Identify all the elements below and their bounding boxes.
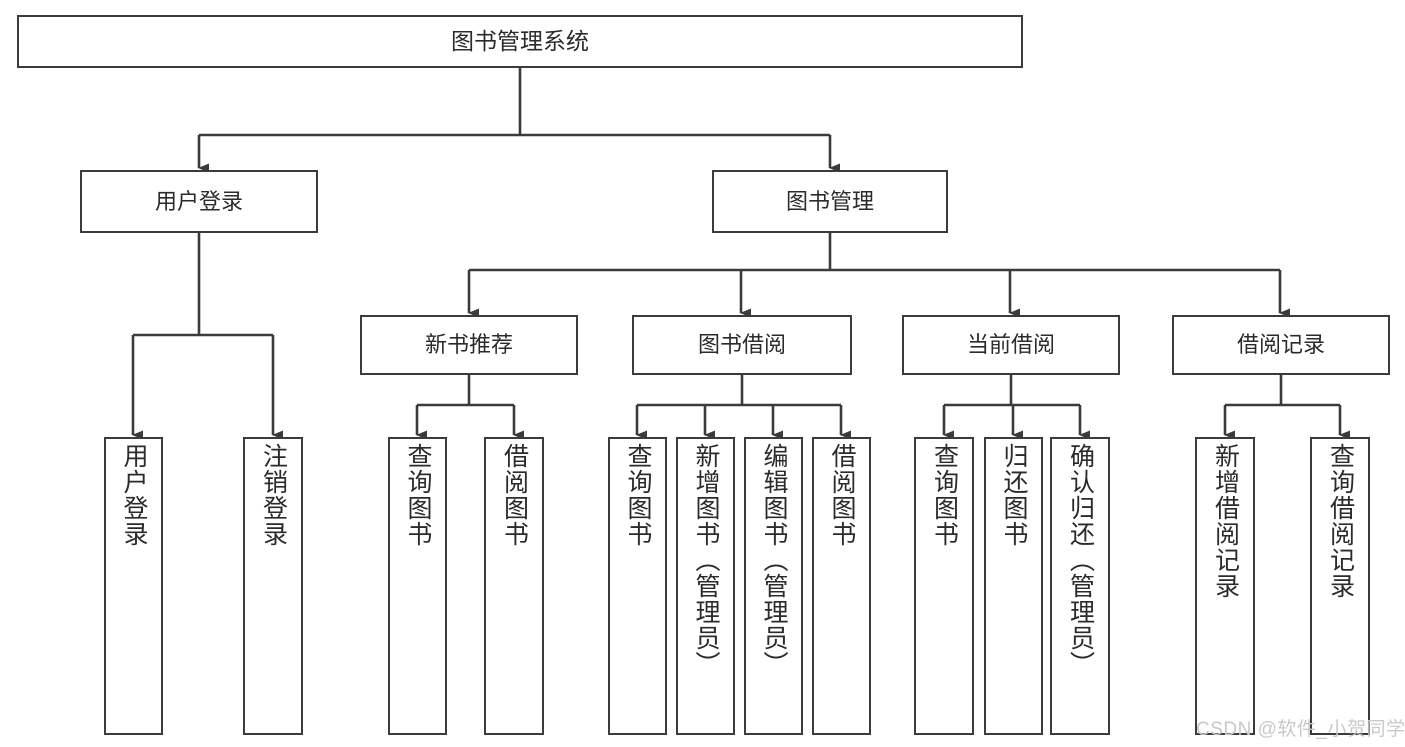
- node-label-leaf-query-1: 查询图书: [404, 443, 432, 547]
- node-leaf-return[interactable]: 归还图书: [984, 437, 1043, 735]
- node-label-leaf-borrow-2: 借阅图书: [828, 443, 856, 547]
- node-label-leaf-logout: 注销登录: [259, 443, 288, 547]
- node-book-manage[interactable]: 图书管理: [712, 170, 948, 233]
- node-new-book-rec[interactable]: 新书推荐: [360, 315, 578, 375]
- node-label-new-book-rec: 新书推荐: [424, 332, 513, 358]
- node-leaf-add-book[interactable]: 新增图书（管理员）: [676, 437, 735, 735]
- node-leaf-query-3[interactable]: 查询图书: [914, 437, 974, 735]
- node-leaf-logout[interactable]: 注销登录: [243, 437, 303, 735]
- node-leaf-edit-book[interactable]: 编辑图书（管理员）: [744, 437, 803, 735]
- node-book-borrow[interactable]: 图书借阅: [632, 315, 852, 375]
- node-label-leaf-query-2: 查询图书: [624, 443, 652, 547]
- node-label-leaf-confirm: 确认归还（管理员）: [1066, 443, 1095, 677]
- node-leaf-query-rec[interactable]: 查询借阅记录: [1310, 437, 1370, 735]
- csdn-watermark: CSDN @软件_小贺同学: [1196, 719, 1405, 740]
- node-label-borrow-record: 借阅记录: [1236, 332, 1325, 358]
- node-root[interactable]: 图书管理系统: [17, 15, 1023, 68]
- node-label-leaf-add-rec: 新增借阅记录: [1211, 443, 1240, 599]
- node-label-leaf-add-book: 新增图书（管理员）: [692, 443, 720, 677]
- node-label-user-login: 用户登录: [154, 188, 243, 214]
- node-leaf-add-rec[interactable]: 新增借阅记录: [1195, 437, 1255, 735]
- node-borrow-record[interactable]: 借阅记录: [1172, 315, 1390, 375]
- node-leaf-user-login[interactable]: 用户登录: [104, 437, 163, 735]
- node-label-leaf-borrow-1: 借阅图书: [500, 443, 529, 547]
- node-label-leaf-query-rec: 查询借阅记录: [1326, 443, 1355, 599]
- node-label-book-manage: 图书管理: [785, 188, 874, 214]
- node-label-leaf-query-3: 查询图书: [930, 443, 959, 547]
- node-current-borrow[interactable]: 当前借阅: [902, 315, 1120, 375]
- node-leaf-confirm[interactable]: 确认归还（管理员）: [1050, 437, 1110, 735]
- node-label-leaf-user-login: 用户登录: [120, 443, 148, 547]
- node-leaf-query-2[interactable]: 查询图书: [608, 437, 667, 735]
- node-label-leaf-edit-book: 编辑图书（管理员）: [760, 443, 788, 677]
- node-leaf-query-1[interactable]: 查询图书: [388, 437, 447, 735]
- node-label-root: 图书管理系统: [451, 27, 589, 54]
- node-label-book-borrow: 图书借阅: [697, 332, 786, 358]
- node-label-current-borrow: 当前借阅: [966, 332, 1055, 358]
- node-leaf-borrow-1[interactable]: 借阅图书: [484, 437, 544, 735]
- node-label-leaf-return: 归还图书: [1000, 443, 1028, 547]
- node-user-login[interactable]: 用户登录: [80, 170, 318, 233]
- node-leaf-borrow-2[interactable]: 借阅图书: [812, 437, 871, 735]
